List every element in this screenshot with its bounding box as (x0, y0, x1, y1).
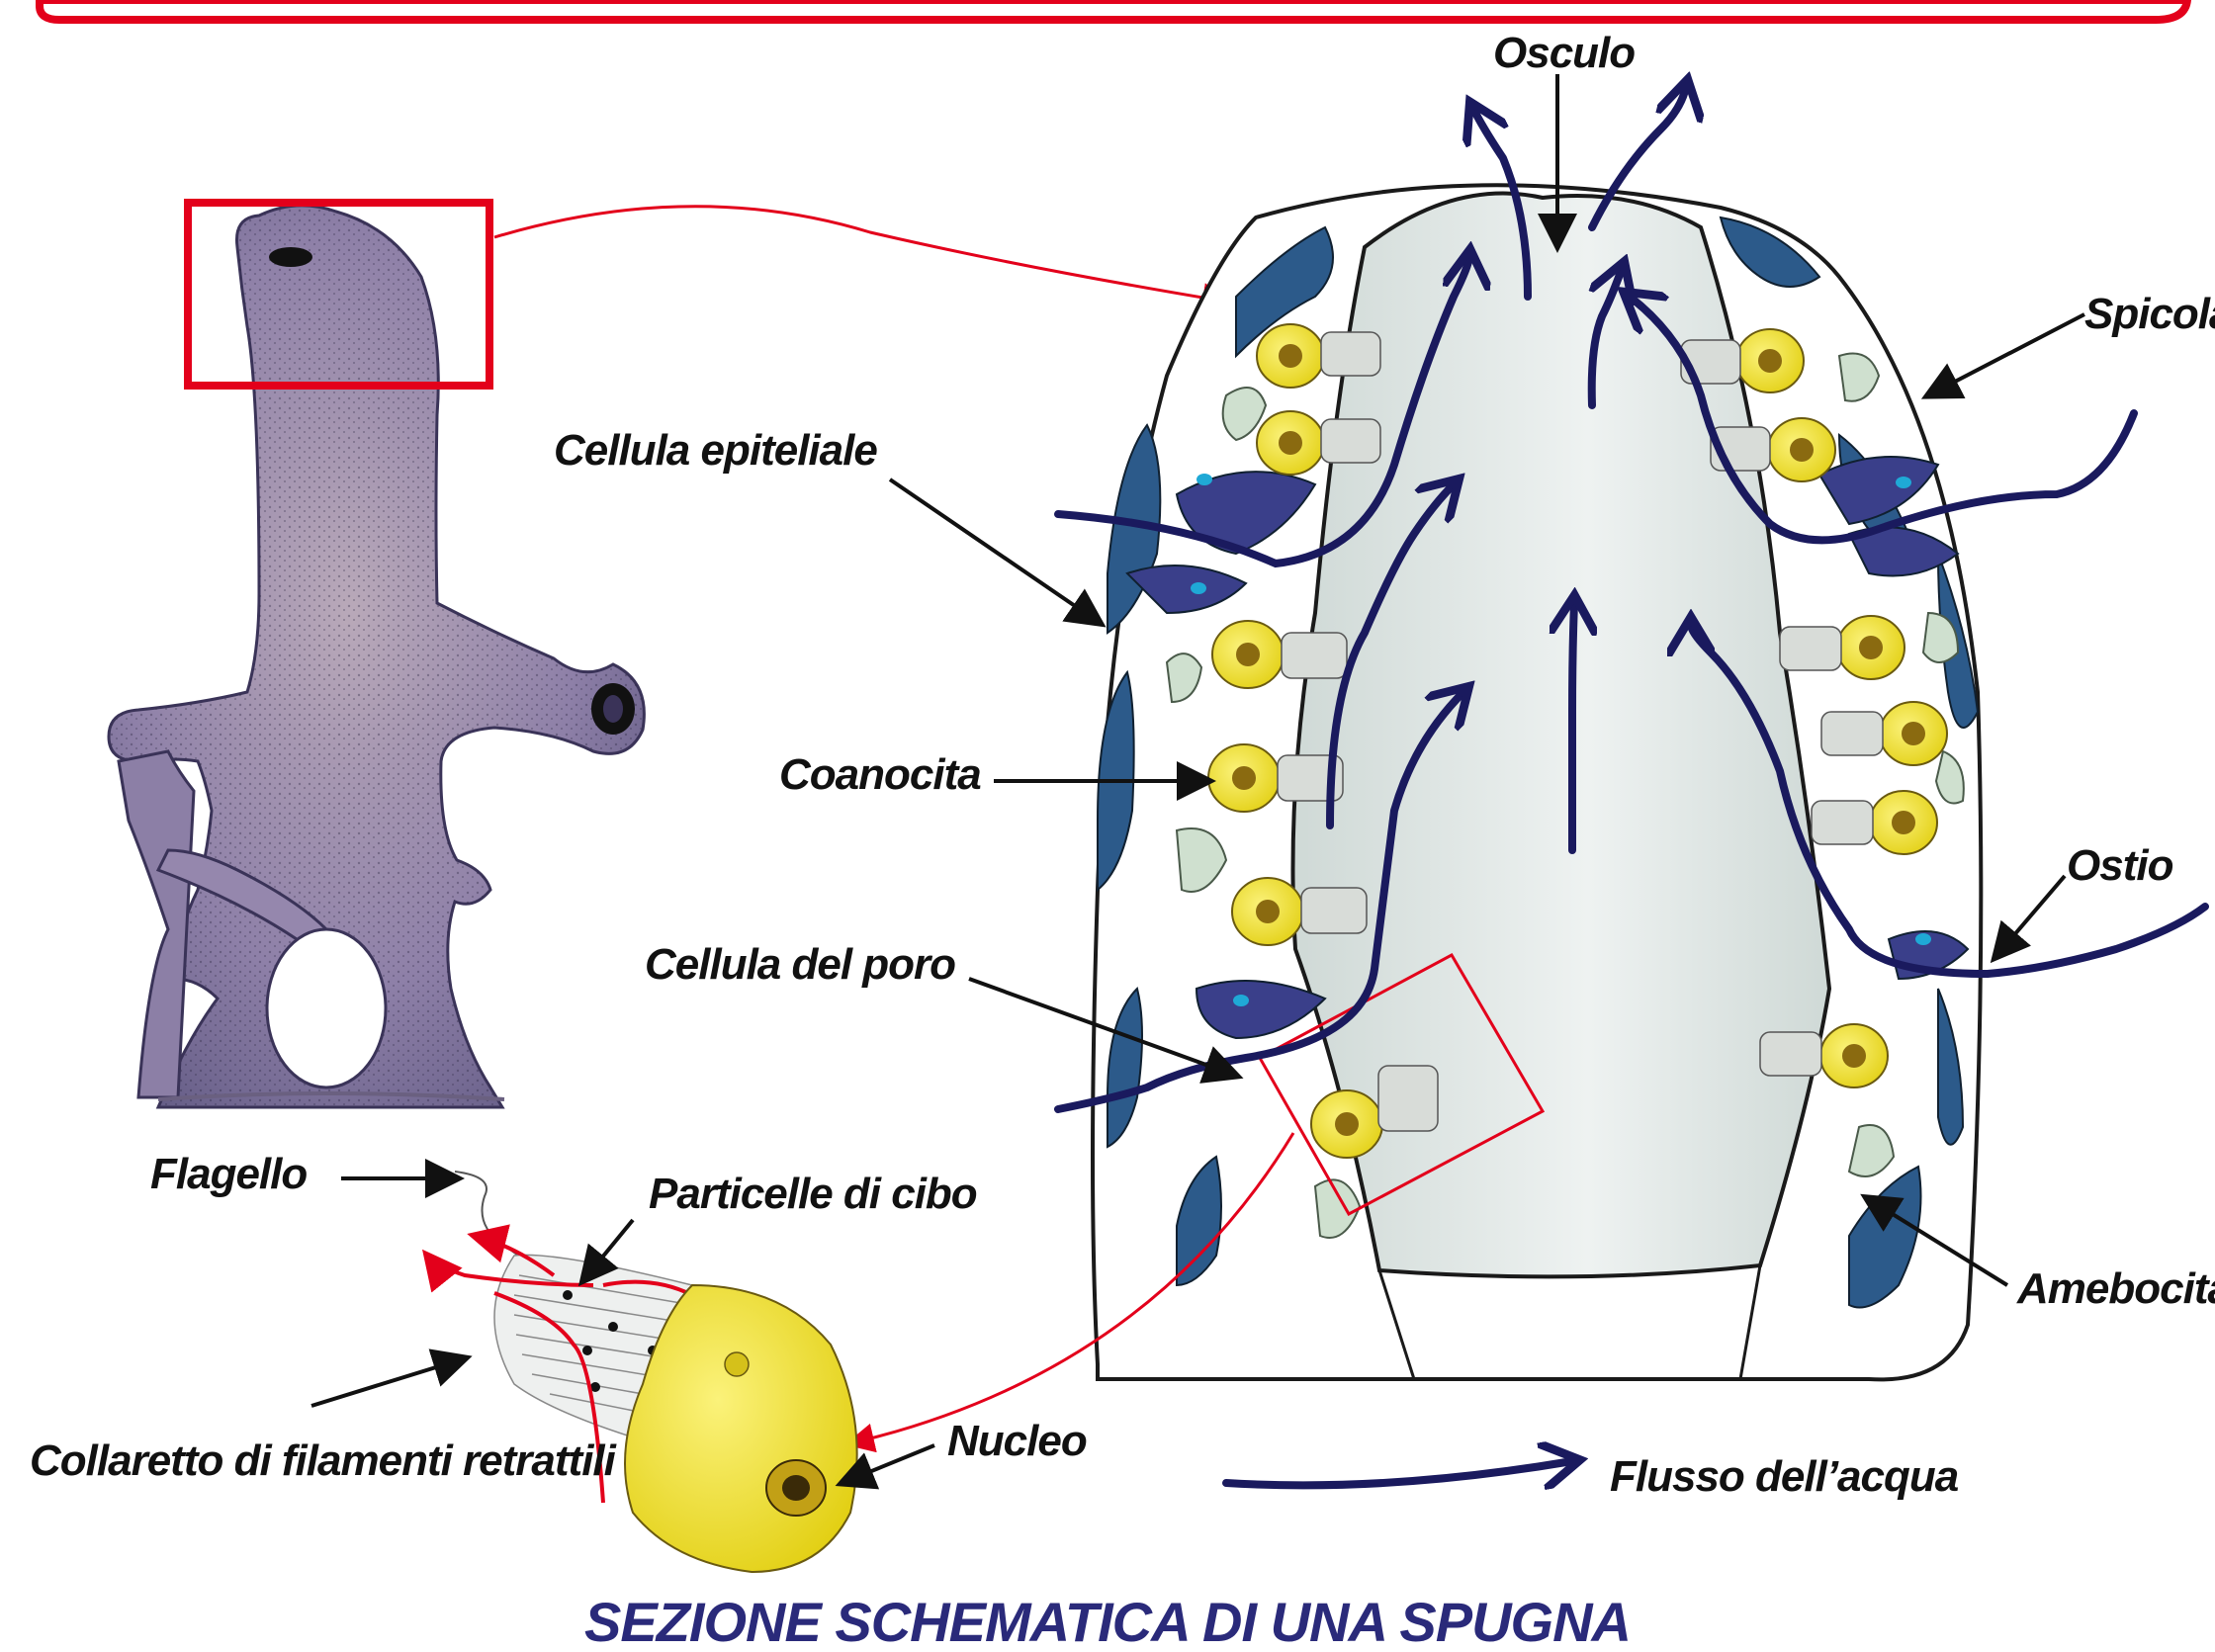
label-osculo: Osculo (1493, 29, 1635, 77)
top-frame (40, 0, 2187, 20)
label-collaretto: Collaretto di filamenti retrattili (30, 1436, 617, 1485)
sponge-section (850, 185, 1981, 1443)
label-cellula-epiteliale: Cellula epiteliale (554, 426, 877, 475)
label-spicola: Spicola (2084, 290, 2215, 338)
osculum-opening (269, 247, 312, 267)
diagram-title: SEZIONE SCHEMATICA DI UNA SPUGNA (584, 1591, 1631, 1652)
label-coanocita: Coanocita (779, 750, 981, 799)
label-amebocita: Amebocita (2016, 1264, 2215, 1313)
label-ostio: Ostio (2067, 841, 2173, 890)
label-cellula-del-poro: Cellula del poro (645, 940, 955, 989)
choanocyte-detail (427, 1172, 857, 1572)
connector-arrow-top (494, 207, 1226, 302)
label-particelle-di-cibo: Particelle di cibo (649, 1170, 977, 1218)
label-flusso-acqua: Flusso dell’acqua (1610, 1452, 1959, 1501)
label-nucleo: Nucleo (947, 1417, 1087, 1465)
label-flagello: Flagello (150, 1150, 307, 1198)
